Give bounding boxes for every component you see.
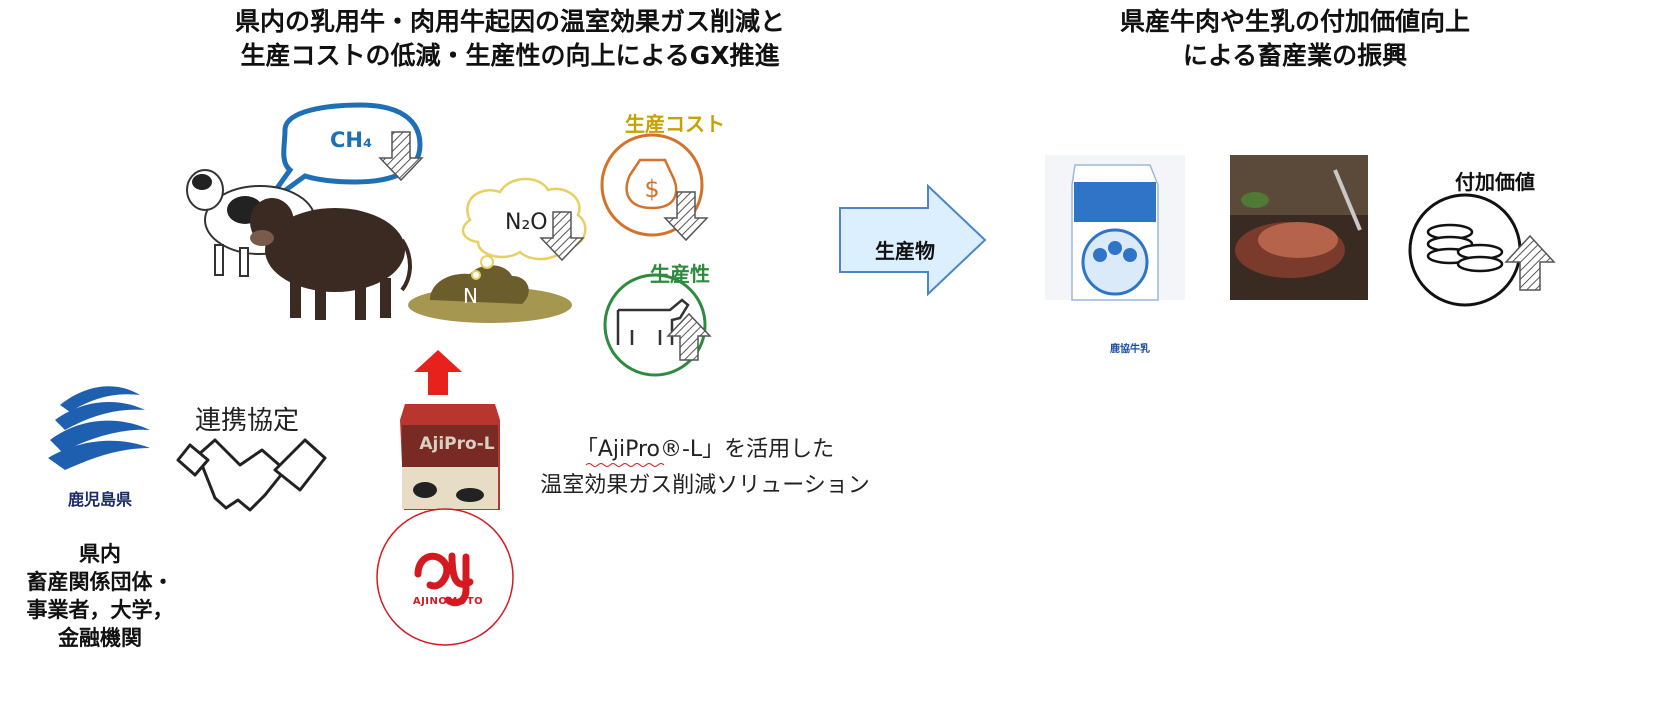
n2o-label: N₂O [505, 210, 548, 235]
milk-brand-text: 鹿協牛乳 [1110, 344, 1150, 355]
stakeholders-line2: 畜産関係団体・ [26, 570, 174, 594]
added-value-circle [1408, 193, 1522, 307]
production-cost-label: 生産コスト [625, 112, 725, 136]
cost-down-arrow-icon [663, 191, 709, 242]
red-up-arrow-icon [414, 350, 462, 395]
product-arrow [839, 183, 987, 297]
solution-line1: 「AjiPro®-L」を活用した [575, 437, 835, 462]
ajipro-package-image [400, 404, 500, 510]
added-value-label: 付加価値 [1455, 170, 1535, 194]
stakeholders-line3: 事業者，大学， [26, 598, 174, 622]
productivity-label: 生産性 [650, 262, 710, 286]
solution-text: 「AjiPro®-L」を活用した 温室効果ガス削減ソリューション [520, 432, 890, 504]
kagoshima-logo-icon [48, 386, 150, 470]
stakeholders-line4: 金融機関 [58, 626, 142, 650]
stakeholders-text: 県内 畜産関係団体・ 事業者，大学， 金融機関 [0, 540, 200, 652]
package-brand-text: AjiPro-L [419, 434, 495, 454]
nitrogen-label: N [463, 284, 478, 308]
spellcheck-underline [585, 463, 665, 467]
ch4-label: CH₄ [330, 128, 373, 152]
left-title: 県内の乳用牛・肉用牛起因の温室効果ガス削減と 生産コストの低減・生産性の向上によ… [150, 5, 870, 73]
product-arrow-label: 生産物 [875, 239, 935, 263]
black-cow-icon [250, 198, 412, 320]
manure-icon [408, 265, 572, 323]
right-title-line1: 県産牛肉や生乳の付加価値向上 [1119, 7, 1470, 36]
partnership-label: 連携協定 [195, 406, 300, 436]
stakeholders-line1: 県内 [79, 542, 121, 566]
n2o-down-arrow-icon [539, 211, 585, 262]
solution-line2: 温室効果ガス削減ソリューション [540, 473, 870, 498]
productivity-up-arrow-icon [666, 312, 712, 361]
ch4-down-arrow-icon [378, 131, 424, 182]
handshake-icon [176, 438, 327, 512]
left-title-line2: 生産コストの低減・生産性の向上によるGX推進 [240, 41, 780, 70]
left-title-line1: 県内の乳用牛・肉用牛起因の温室効果ガス削減と [234, 7, 785, 36]
prefecture-name: 鹿児島県 [67, 490, 132, 509]
milk-carton-image [1045, 155, 1185, 301]
right-title: 県産牛肉や生乳の付加価値向上 による畜産業の振興 [1070, 5, 1520, 73]
ajinomoto-logo-circle [376, 508, 514, 646]
svg-text:$: $ [644, 175, 659, 203]
right-title-line2: による畜産業の振興 [1182, 41, 1408, 70]
ajinomoto-brand-text: AJINOMOTO [412, 596, 484, 607]
added-value-up-arrow-icon [1504, 234, 1556, 291]
beef-steak-image [1230, 155, 1368, 300]
